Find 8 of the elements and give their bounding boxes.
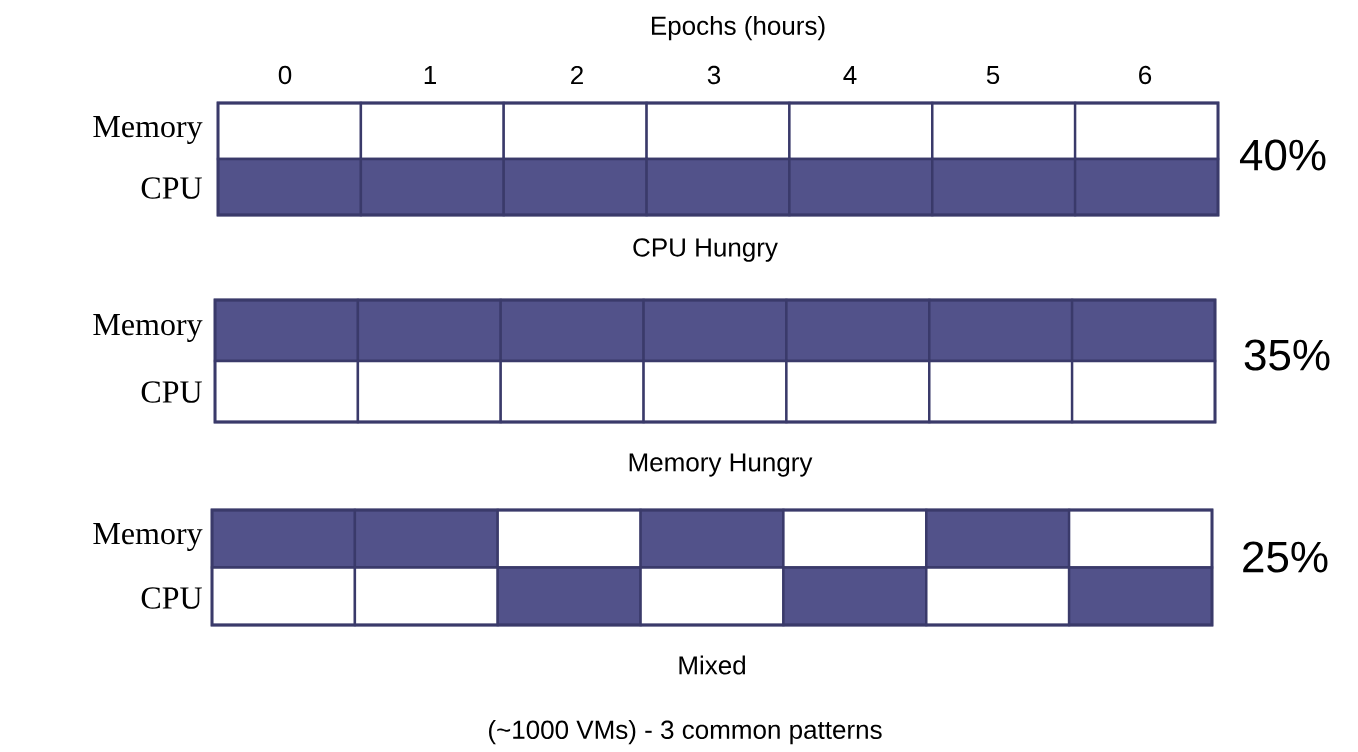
grid-caption: Mixed [679, 655, 745, 675]
percentage-label: 35% [1244, 339, 1330, 371]
grid-caption: CPU Hungry [633, 238, 778, 262]
percentage-label: 25% [1243, 541, 1328, 573]
percentage-label: 40% [1240, 139, 1326, 171]
grid-caption: Memory Hungry [629, 453, 813, 477]
caption: (~1000 VMs) - 3 common patterns [489, 719, 882, 745]
axis-title: Epochs (hours) [652, 15, 825, 41]
